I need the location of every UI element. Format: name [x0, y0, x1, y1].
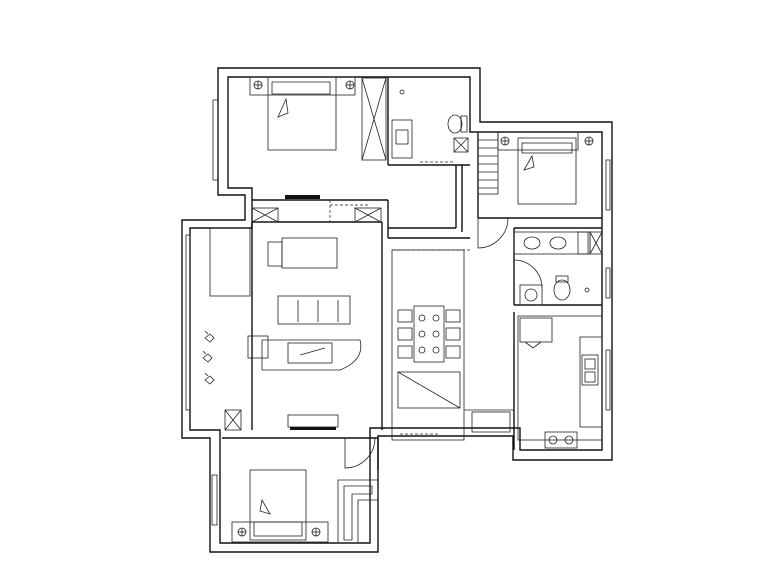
master-bedroom: [249, 76, 387, 206]
bed: [249, 469, 307, 541]
sink-icon: [549, 236, 567, 250]
washer: [519, 284, 543, 306]
kitchen-sink: [581, 354, 599, 386]
armchair: [247, 335, 269, 359]
chair: [445, 327, 461, 341]
chair: [445, 309, 461, 323]
plant-icon: [204, 330, 215, 343]
dining-table: [413, 305, 445, 363]
kitchen: [517, 315, 603, 449]
rug: [261, 339, 362, 371]
fridge: [519, 317, 553, 343]
bath-2: [513, 231, 603, 306]
bed: [517, 137, 577, 205]
bed-headboard: [249, 76, 356, 96]
chair: [445, 345, 461, 359]
tv-cabinet: [281, 237, 338, 269]
chair: [397, 327, 413, 341]
counter-outline: [517, 315, 603, 441]
windows: [185, 99, 611, 526]
dining: [397, 305, 461, 435]
floor-drain-icon: [584, 287, 590, 293]
shower: [453, 137, 469, 153]
tv: [285, 195, 320, 199]
chair: [397, 309, 413, 323]
bed-headboard: [231, 521, 329, 543]
master-bath: [391, 89, 469, 163]
plant-icon: [204, 372, 215, 385]
toilet-icon: [447, 114, 463, 134]
living-room: [202, 207, 382, 431]
bedroom-3: [231, 437, 379, 544]
sink-icon: [523, 236, 541, 250]
exterior-walls: [181, 67, 613, 553]
toilet-icon: [553, 279, 571, 301]
counter: [579, 336, 603, 428]
vanity: [391, 119, 413, 159]
master-bed: [267, 76, 337, 151]
floor-drain-icon: [399, 89, 405, 95]
tv-stand: [287, 414, 339, 428]
wardrobe: [337, 479, 379, 544]
coffee-table: [287, 342, 333, 364]
plant-icon: [202, 350, 213, 363]
sofa: [277, 295, 351, 325]
wardrobe: [361, 77, 387, 161]
chair: [397, 345, 413, 359]
bedroom-2: [477, 131, 594, 249]
stove: [544, 431, 578, 449]
door-swing: [477, 217, 509, 249]
wardrobe: [477, 131, 499, 195]
door-swing: [513, 259, 543, 289]
double-vanity: [513, 231, 591, 255]
bed-headboard: [497, 131, 579, 151]
door-swing: [344, 437, 376, 469]
sideboard: [397, 371, 461, 409]
